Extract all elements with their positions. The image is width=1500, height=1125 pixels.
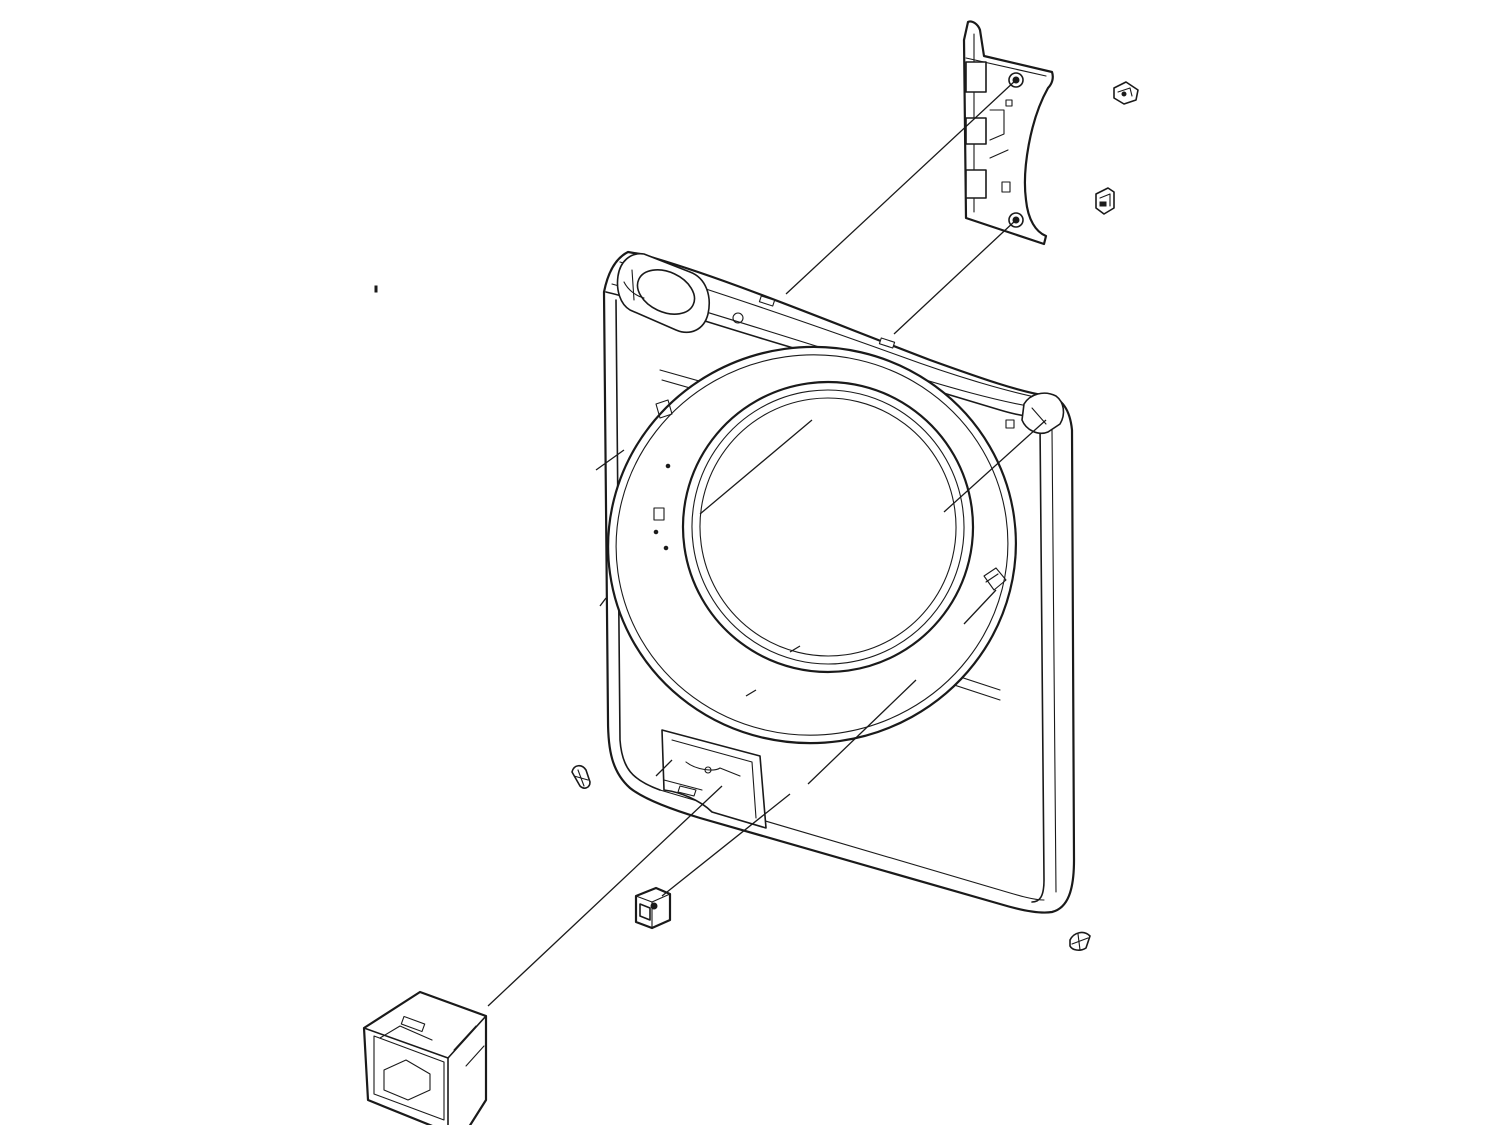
stray-mark — [374, 285, 378, 293]
spring-clip-right — [1095, 187, 1115, 215]
spring-clip-bottom-right — [1069, 931, 1091, 951]
spring-clip-left — [571, 764, 591, 789]
panel-service-hatch — [661, 729, 767, 829]
leader-lines — [487, 79, 1047, 1007]
hinge-block — [634, 886, 672, 930]
door-opening-ring — [607, 345, 1017, 745]
housing-box — [362, 990, 488, 1125]
top-right-bracket — [962, 20, 1054, 246]
clip-top-right — [1113, 81, 1139, 105]
